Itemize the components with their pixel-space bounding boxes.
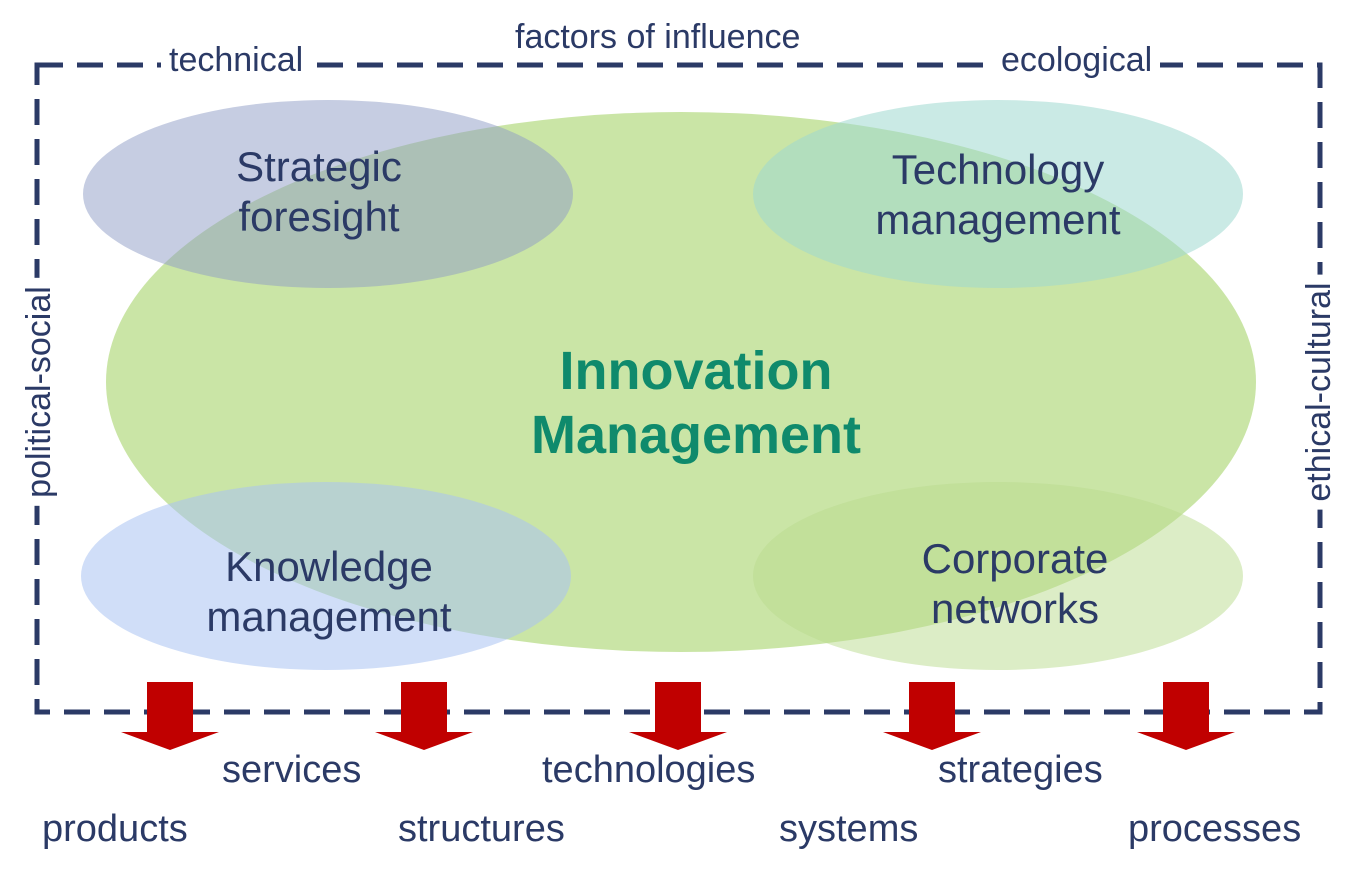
corporate-networks-line2: networks	[930, 585, 1100, 633]
strategic-foresight-line1: Strategic	[236, 143, 402, 190]
output-services: services	[222, 749, 362, 791]
knowledge-management-label: Knowledge management	[206, 542, 451, 643]
output-systems: systems	[779, 808, 919, 850]
down-arrow-icon	[121, 682, 219, 750]
technology-management-label: Technology management	[875, 145, 1120, 246]
frame-label-political-social: political-social	[20, 278, 58, 506]
knowledge-management-line1: Knowledge	[225, 543, 433, 590]
output-processes: processes	[1128, 808, 1302, 850]
frame-label-ethical-cultural: ethical-cultural	[1300, 274, 1338, 510]
frame-label-technical: technical	[161, 43, 312, 77]
knowledge-management-ellipse	[81, 482, 571, 670]
frame-label-ecological: ecological	[993, 43, 1161, 77]
strategic-foresight-line2: foresight	[238, 193, 400, 241]
down-arrow-icon	[375, 682, 473, 750]
center-title-line1: Innovation	[559, 341, 833, 401]
corporate-networks-ellipse	[753, 482, 1243, 670]
technology-management-line2: management	[875, 196, 1121, 244]
output-technologies: technologies	[542, 749, 756, 791]
strategic-foresight-ellipse	[83, 100, 573, 288]
output-products: products	[42, 808, 188, 850]
down-arrow-icon	[629, 682, 727, 750]
down-arrow-icon	[1137, 682, 1235, 750]
down-arrow-icon	[883, 682, 981, 750]
output-strategies: strategies	[938, 749, 1103, 791]
innovation-management-title: Innovation Management	[531, 340, 861, 467]
output-structures: structures	[398, 808, 565, 850]
frame-title: factors of influence	[515, 18, 801, 56]
corporate-networks-line1: Corporate	[921, 535, 1109, 582]
corporate-networks-label: Corporate networks	[922, 534, 1109, 635]
technology-management-line1: Technology	[891, 146, 1105, 193]
technology-management-ellipse	[753, 100, 1243, 288]
strategic-foresight-label: Strategic foresight	[236, 142, 402, 243]
knowledge-management-line2: management	[206, 593, 452, 641]
center-title-line2: Management	[530, 404, 862, 465]
